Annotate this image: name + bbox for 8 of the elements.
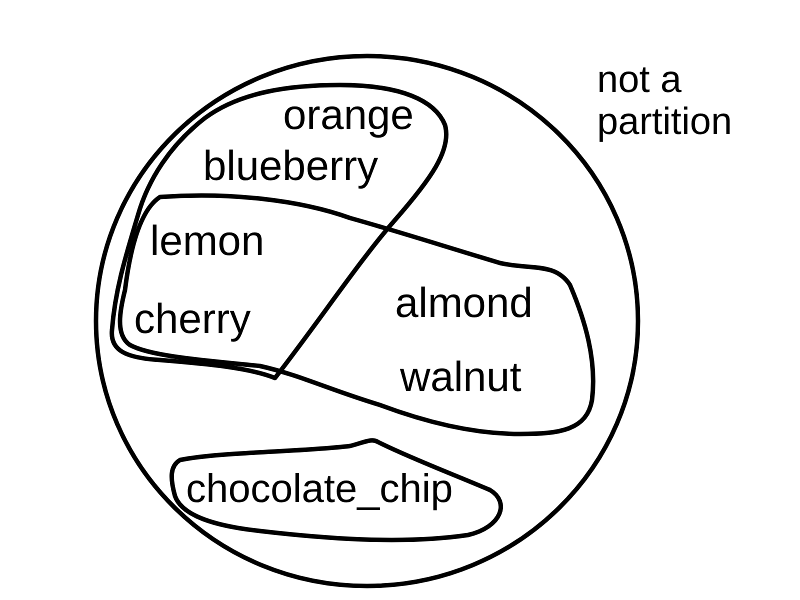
item-label: orange <box>283 92 414 138</box>
item-label: blueberry <box>203 143 378 190</box>
item-label: lemon <box>150 218 264 264</box>
note-text: not a partition <box>597 60 734 144</box>
item-label: almond <box>395 280 533 326</box>
item-label: chocolate_chip <box>186 467 453 511</box>
item-label: cherry <box>134 296 251 342</box>
item-label: walnut <box>400 354 522 400</box>
